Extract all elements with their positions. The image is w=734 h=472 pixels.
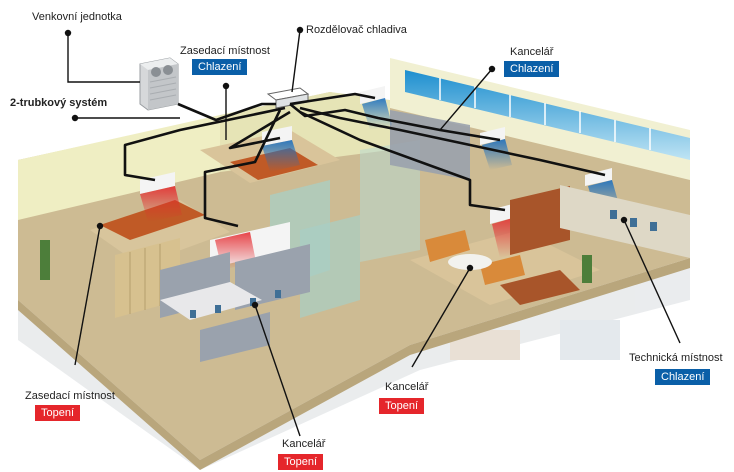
technical-room-mode-badge: Chlazení <box>655 369 711 385</box>
distributor-box-icon <box>266 87 310 109</box>
office-lounge <box>410 186 600 305</box>
meeting-room-left <box>40 172 230 318</box>
window-band <box>405 70 690 160</box>
meeting-room-bottom-left-mode-badge: Topení <box>35 405 81 421</box>
leader-lines <box>67 29 681 437</box>
meeting-room-top-mode-badge: Chlazení <box>192 59 248 75</box>
office-bottom-center-mode-badge: Topení <box>379 398 425 414</box>
office-top-right-label: Kancelář <box>510 46 554 58</box>
office-top-right-mode-badge: Chlazení <box>504 61 560 77</box>
distributor-label: Rozdělovač chladiva <box>306 24 407 36</box>
office-bottom-label: Kancelář <box>282 438 326 450</box>
technical-room-label: Technická místnost <box>629 352 723 364</box>
office-bottom-center-label: Kancelář <box>385 381 429 393</box>
outdoor-unit-label: Venkovní jednotka <box>32 11 122 23</box>
office-center <box>160 222 310 362</box>
outdoor-unit-icon <box>139 57 179 111</box>
meeting-room-bottom-left-label: Zasedací místnost <box>25 390 115 402</box>
office-bottom-mode-badge: Topení <box>278 454 324 470</box>
meeting-room-top <box>200 126 340 183</box>
refrigerant-piping <box>123 92 606 228</box>
meeting-room-top-label: Zasedací místnost <box>180 45 270 57</box>
leader-dots <box>64 26 628 309</box>
pipe-system-label: 2-trubkový systém <box>10 97 108 109</box>
plant-icon-2 <box>582 255 592 283</box>
plant-icon <box>40 240 50 280</box>
